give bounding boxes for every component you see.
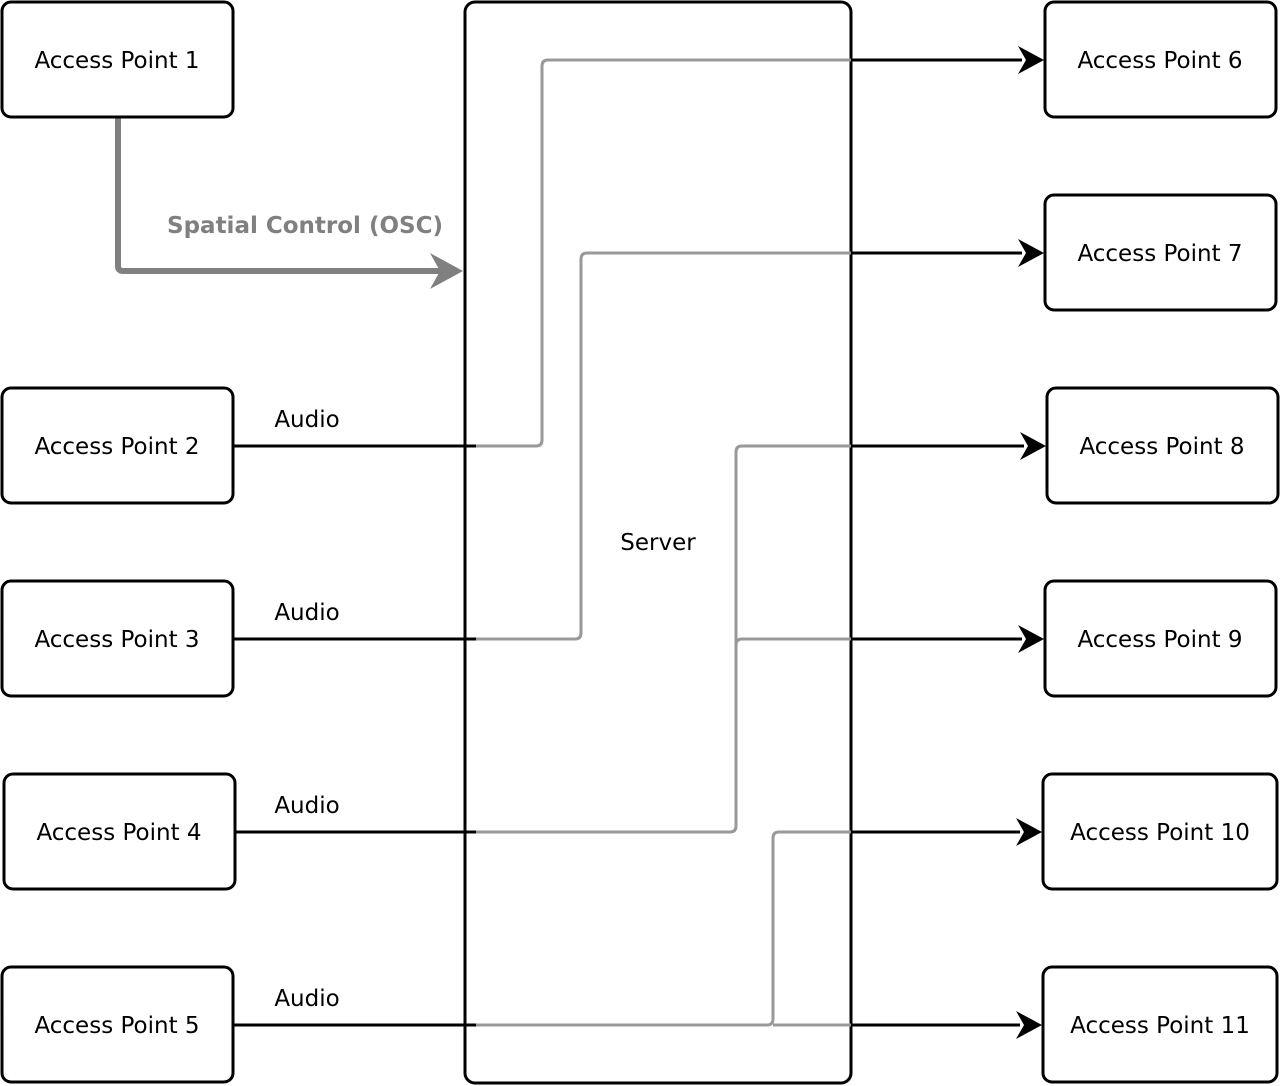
- access-point-7: Access Point 7: [1043, 193, 1278, 312]
- access-point-label: Access Point 5: [34, 1013, 199, 1039]
- route-ap3-ap7: [465, 251, 851, 641]
- output-arrowhead: [1018, 239, 1044, 267]
- access-point-10: Access Point 10: [1041, 772, 1279, 891]
- access-point-box: [1041, 772, 1279, 891]
- osc-link: Spatial Control (OSC): [115, 118, 463, 289]
- server-box: [463, 0, 853, 1085]
- output-arrowhead: [1016, 818, 1042, 846]
- access-point-8: Access Point 8: [1045, 386, 1280, 505]
- access-point-label: Access Point 11: [1070, 1013, 1250, 1039]
- access-point-box: [1045, 386, 1280, 505]
- access-point-2: Access Point 2: [0, 386, 235, 505]
- access-point-9: Access Point 9: [1043, 579, 1278, 698]
- audio-link-label: Audio: [274, 986, 339, 1012]
- access-point-label: Access Point 7: [1077, 241, 1242, 267]
- access-point-5: Access Point 5: [0, 965, 235, 1084]
- output-arrowhead: [1018, 625, 1044, 653]
- access-point-label: Access Point 3: [34, 627, 199, 653]
- route-ap4-ap9: [734, 637, 851, 646]
- output-nodes: Access Point 6 Access Point 7 Access Poi…: [1041, 0, 1280, 1084]
- output-links: [851, 46, 1046, 1039]
- access-point-6: Access Point 6: [1043, 0, 1278, 119]
- osc-link-label: Spatial Control (OSC): [167, 213, 443, 239]
- access-point-4: Access Point 4: [2, 772, 237, 891]
- access-point-11: Access Point 11: [1041, 965, 1279, 1084]
- access-point-label: Access Point 1: [34, 48, 199, 74]
- server-node: Server: [463, 0, 853, 1085]
- access-point-label: Access Point 6: [1077, 48, 1242, 74]
- route-ap5-ap10: [465, 830, 851, 1027]
- access-point-1: Access Point 1: [0, 0, 235, 119]
- output-arrowhead: [1016, 1011, 1042, 1039]
- server-label: Server: [620, 530, 696, 556]
- output-arrowhead: [1020, 432, 1046, 460]
- route-ap2-ap6: [465, 58, 851, 448]
- route-ap4-ap8: [465, 444, 851, 834]
- access-point-label: Access Point 10: [1070, 820, 1250, 846]
- audio-link-label: Audio: [274, 793, 339, 819]
- audio-link-label: Audio: [274, 407, 339, 433]
- osc-arrowhead: [430, 253, 463, 289]
- osc-link-line: [115, 118, 440, 274]
- access-point-box: [0, 0, 235, 119]
- audio-link-label: Audio: [274, 600, 339, 626]
- audio-links: Audio Audio Audio Audio: [233, 407, 476, 1027]
- access-point-box: [1043, 579, 1278, 698]
- access-point-box: [1041, 965, 1279, 1084]
- access-point-label: Access Point 2: [34, 434, 199, 460]
- access-point-label: Access Point 4: [36, 820, 201, 846]
- access-point-label: Access Point 9: [1077, 627, 1242, 653]
- server-routes: [465, 58, 851, 1027]
- access-point-3: Access Point 3: [0, 579, 235, 698]
- output-arrowhead: [1018, 46, 1044, 74]
- access-point-label: Access Point 8: [1079, 434, 1244, 460]
- access-point-box: [1043, 0, 1278, 119]
- input-nodes: Access Point 1 Access Point 2 Access Poi…: [0, 0, 237, 1084]
- access-point-box: [1043, 193, 1278, 312]
